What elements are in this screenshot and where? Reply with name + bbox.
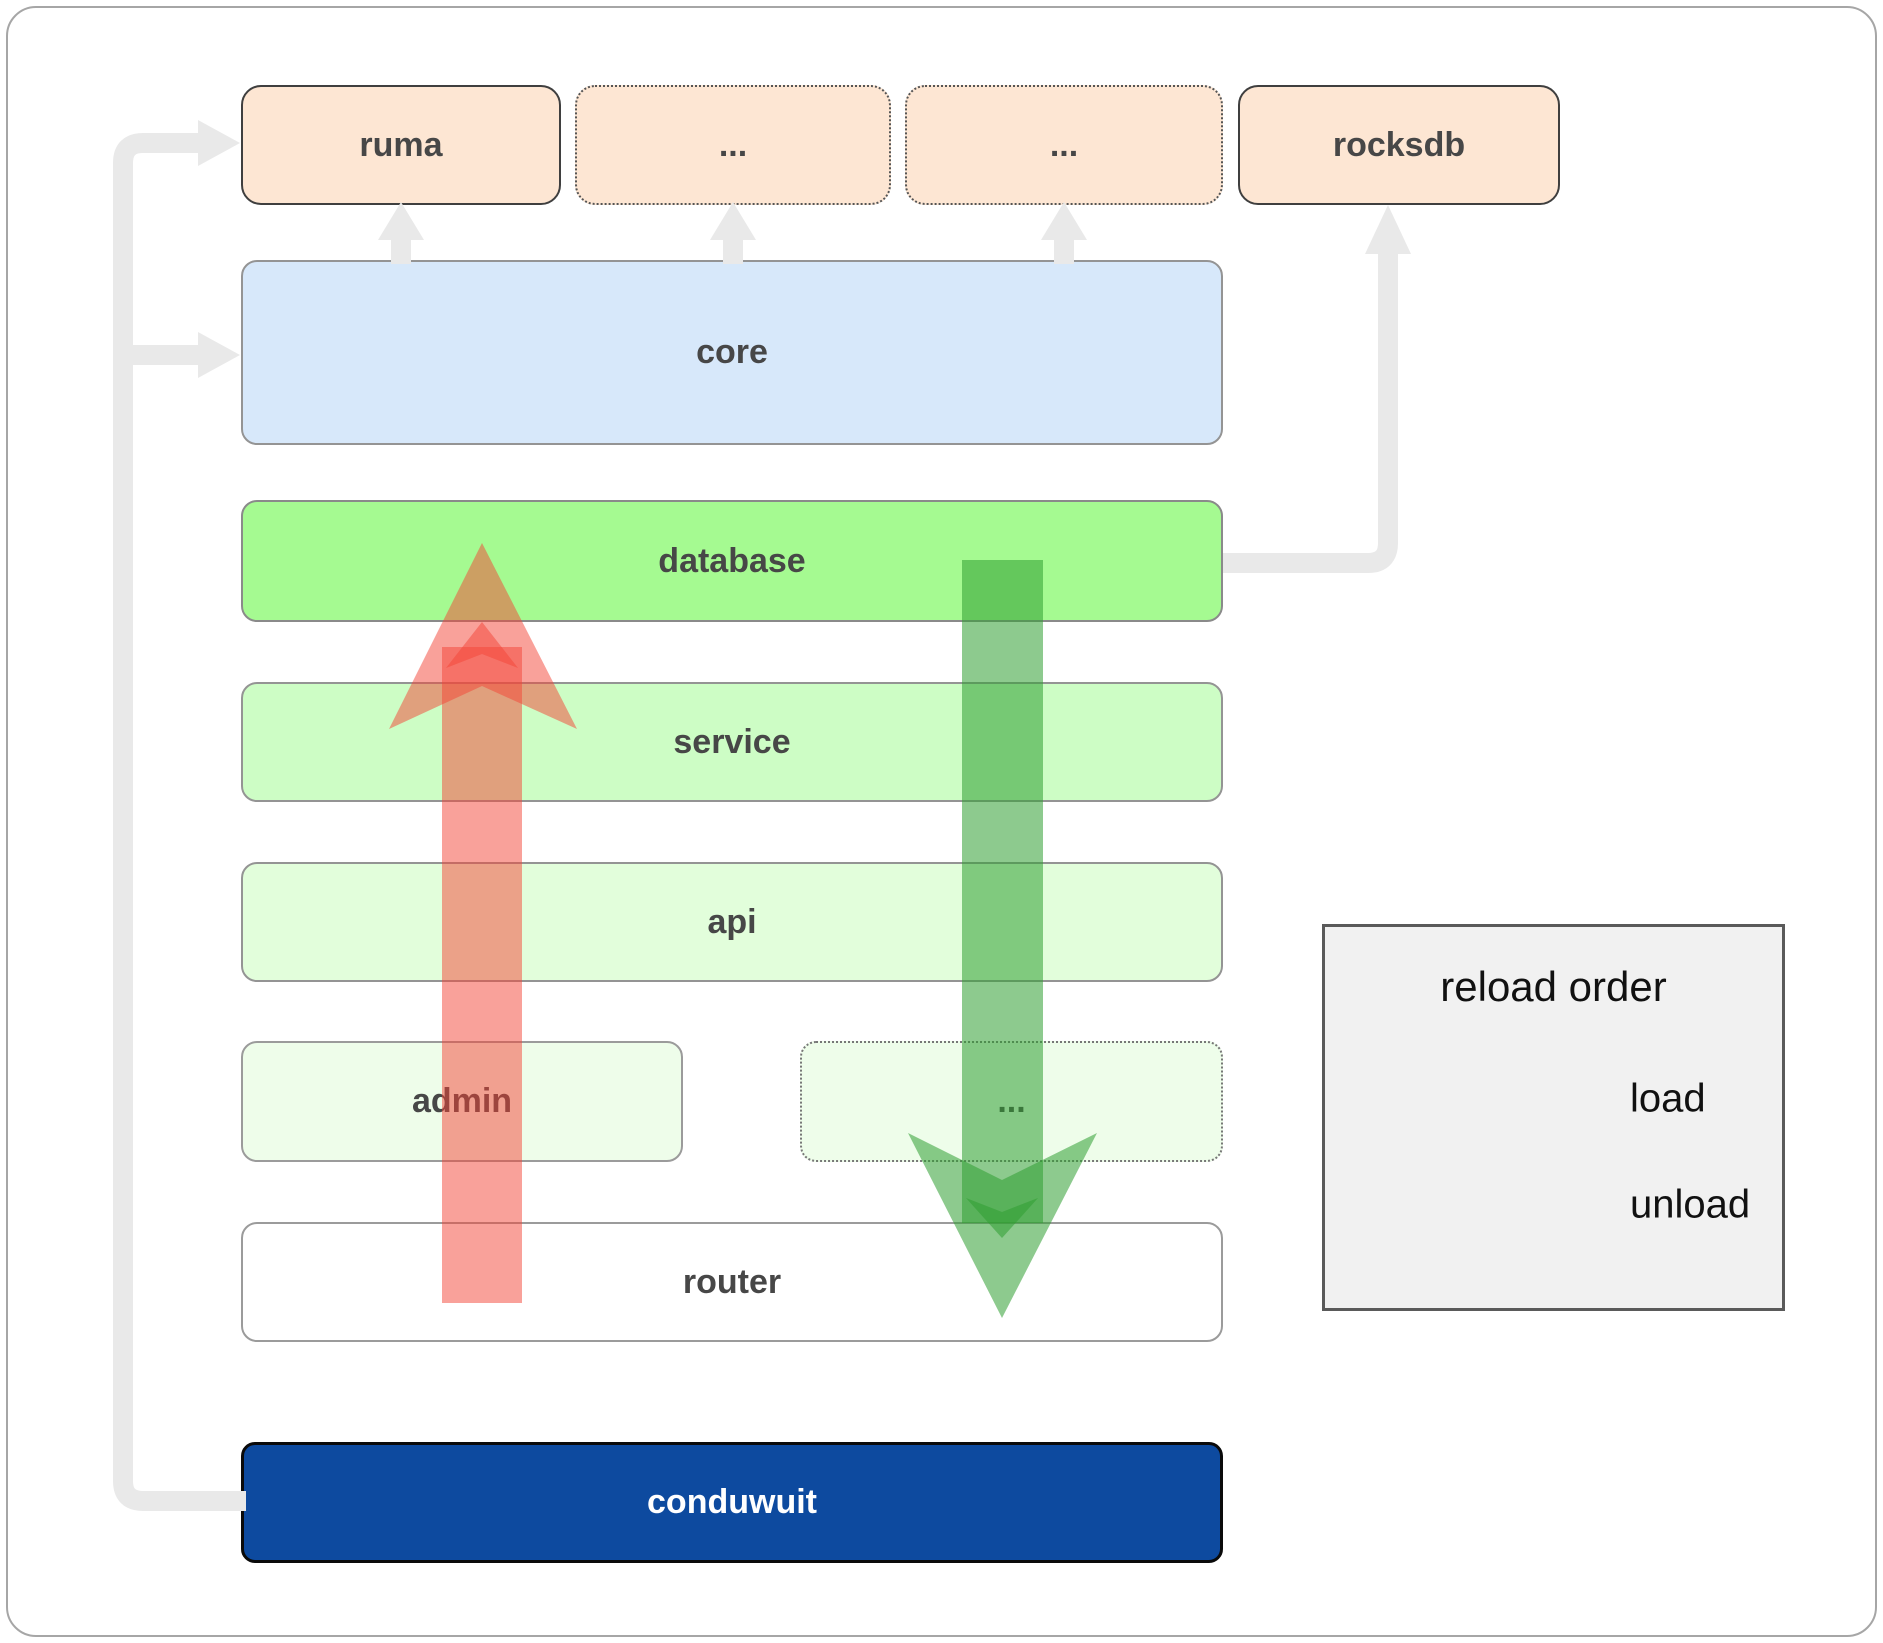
box-ruma: ruma [241,85,561,205]
legend-unload-label: unload [1630,1182,1751,1227]
box-router: router [241,1222,1223,1342]
box-crate-ellipsis-2: ... [905,85,1223,205]
box-admin-ellipsis: ... [800,1041,1223,1162]
box-crate-ellipsis-1: ... [575,85,891,205]
legend-title: reload order [1440,963,1667,1010]
outer-frame [6,6,1877,1637]
box-api: api [241,862,1223,982]
box-core: core [241,260,1223,445]
box-admin: admin [241,1041,683,1162]
box-crate-ellipsis-2-label: ... [1049,125,1079,164]
box-database-label: database [658,541,806,580]
box-conduwuit-label: conduwuit [647,1483,817,1521]
box-router-label: router [682,1262,782,1301]
box-admin-ellipsis-label: ... [997,1082,1026,1120]
box-rocksdb-label: rocksdb [1332,125,1466,164]
legend-load-label: load [1630,1076,1706,1121]
box-admin-label: admin [411,1082,513,1120]
box-crate-ellipsis-1-label: ... [718,125,748,164]
box-api-label: api [707,902,757,941]
box-service: service [241,682,1223,802]
box-conduwuit: conduwuit [241,1442,1223,1563]
box-ruma-label: ruma [359,125,443,164]
legend: reload order load unload [1322,924,1785,1311]
box-rocksdb: rocksdb [1238,85,1560,205]
box-database: database [241,500,1223,622]
box-service-label: service [673,722,791,761]
box-core-label: core [696,333,768,371]
